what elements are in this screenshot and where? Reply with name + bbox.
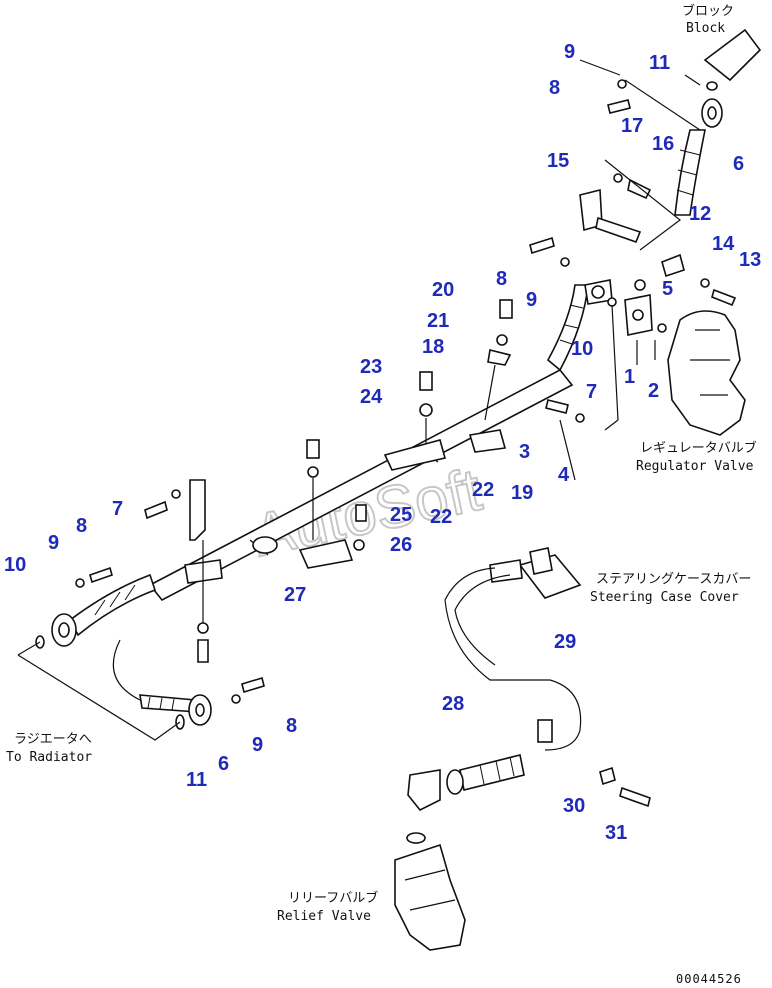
callout-29: 29 bbox=[554, 631, 576, 653]
relief-label-en: Relief Valve bbox=[277, 909, 371, 924]
steering-label-jp: ステアリングケースカバー bbox=[596, 572, 751, 587]
steering-label-en: Steering Case Cover bbox=[590, 590, 739, 605]
callout-9: 9 bbox=[252, 734, 263, 756]
callout-24: 24 bbox=[360, 386, 383, 408]
callout-12: 12 bbox=[689, 203, 711, 225]
callout-18: 18 bbox=[422, 336, 444, 358]
callout-28: 28 bbox=[442, 693, 464, 715]
pipe-upper bbox=[529, 236, 613, 372]
callout-3: 3 bbox=[519, 441, 530, 463]
drawing-code: 00044526 bbox=[676, 972, 742, 986]
callout-1: 1 bbox=[624, 366, 635, 388]
callout-11: 11 bbox=[649, 52, 670, 74]
callout-7: 7 bbox=[112, 498, 123, 520]
left-hose-upper bbox=[35, 573, 157, 649]
callout-27: 27 bbox=[284, 584, 306, 606]
callout-13: 13 bbox=[739, 249, 761, 271]
radiator-label-en: To Radiator bbox=[6, 750, 92, 765]
relief-label-jp: リリーフバルブ bbox=[288, 890, 378, 906]
steering-cover bbox=[444, 547, 582, 751]
callout-6: 6 bbox=[733, 153, 744, 175]
callout-8: 8 bbox=[76, 515, 87, 537]
callout-21: 21 bbox=[427, 310, 449, 332]
block-label-en: Block bbox=[686, 21, 725, 36]
hose-relief bbox=[406, 754, 651, 844]
callout-9: 9 bbox=[48, 532, 59, 554]
callouts: 1 2 3 4 5 6 6 7 7 8 8 8 8 9 9 9 9 10 10 … bbox=[4, 41, 761, 844]
callout-8: 8 bbox=[549, 77, 560, 99]
callout-11: 11 bbox=[186, 769, 207, 791]
regulator-flange bbox=[545, 279, 667, 423]
left-hose-lower bbox=[112, 639, 212, 730]
callout-14: 14 bbox=[712, 233, 735, 255]
callout-15: 15 bbox=[547, 150, 569, 172]
callout-22: 22 bbox=[430, 506, 452, 528]
bracket-15 bbox=[579, 159, 737, 307]
regulator-label-en: Regulator Valve bbox=[636, 459, 754, 474]
callout-9: 9 bbox=[564, 41, 575, 63]
clamp-center bbox=[252, 299, 513, 569]
callout-2: 2 bbox=[648, 380, 659, 402]
radiator-label-jp: ラジエータへ bbox=[14, 732, 92, 747]
clamp-left bbox=[184, 479, 223, 663]
callout-6: 6 bbox=[218, 753, 229, 775]
callout-10: 10 bbox=[4, 554, 26, 576]
callout-31: 31 bbox=[605, 822, 627, 844]
callout-16: 16 bbox=[652, 133, 674, 155]
callout-19: 19 bbox=[511, 482, 533, 504]
callout-30: 30 bbox=[563, 795, 585, 817]
regulator-label-jp: レギュレータバルブ bbox=[640, 440, 757, 456]
hose-upper-right bbox=[607, 28, 762, 216]
callout-9: 9 bbox=[526, 289, 537, 311]
bolts-left bbox=[75, 489, 265, 704]
regulator-valve bbox=[667, 310, 746, 436]
callout-25: 25 bbox=[390, 504, 412, 526]
callout-5: 5 bbox=[662, 278, 673, 300]
callout-26: 26 bbox=[390, 534, 412, 556]
callout-22: 22 bbox=[472, 479, 494, 501]
block-label-jp: ブロック bbox=[682, 3, 734, 19]
callout-23: 23 bbox=[360, 356, 382, 378]
callout-10: 10 bbox=[571, 338, 593, 360]
leader-lines bbox=[17, 59, 701, 741]
callout-17: 17 bbox=[621, 115, 643, 137]
callout-20: 20 bbox=[432, 279, 454, 301]
callout-8: 8 bbox=[496, 268, 507, 290]
callout-7: 7 bbox=[586, 381, 597, 403]
callout-8: 8 bbox=[286, 715, 297, 737]
relief-valve bbox=[394, 843, 466, 951]
callout-4: 4 bbox=[558, 464, 570, 486]
